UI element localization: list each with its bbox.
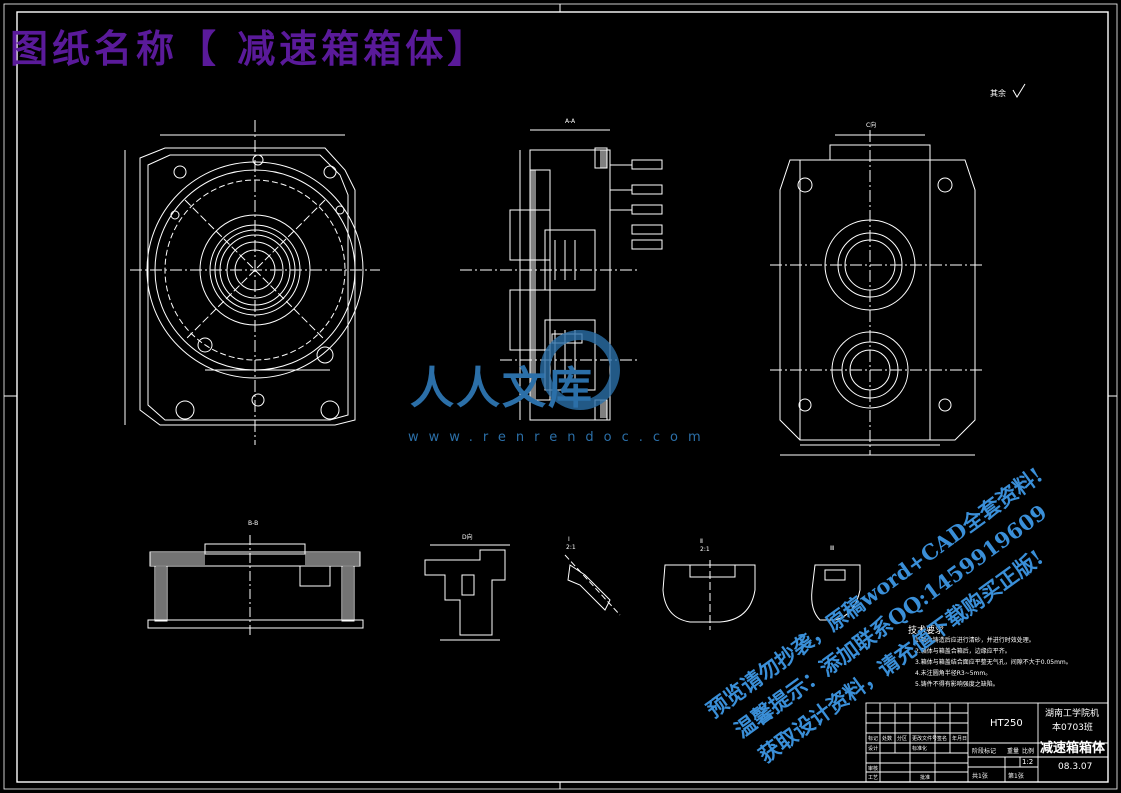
stage-label: 阶段标记 bbox=[972, 748, 997, 755]
c-view-label: C向 bbox=[866, 122, 877, 129]
detail-2-view bbox=[662, 560, 756, 630]
process-label: 工艺 bbox=[868, 775, 879, 781]
d-view bbox=[424, 544, 510, 641]
mark-label: 标记 bbox=[868, 736, 879, 742]
watermark-ring bbox=[540, 330, 620, 410]
roughness-note: 其余 bbox=[990, 89, 1006, 98]
title-block-lines bbox=[865, 702, 1109, 783]
b-section-label: B-B bbox=[248, 520, 259, 527]
design-label: 设计 bbox=[868, 746, 879, 752]
detail-2-label: Ⅱ bbox=[700, 538, 703, 545]
std-label: 标准化 bbox=[912, 746, 928, 752]
sheet-number: 第1张 bbox=[1008, 773, 1024, 780]
front-view bbox=[124, 120, 380, 445]
drawing-title: 图纸名称【 减速箱箱体】 bbox=[10, 26, 490, 71]
check-label: 审核 bbox=[868, 766, 879, 772]
scale-value: 1:2 bbox=[1022, 758, 1034, 766]
school-label: 湖南工学院机 bbox=[1045, 709, 1100, 719]
count-label: 处数 bbox=[882, 736, 893, 742]
detail-3-view bbox=[811, 564, 861, 621]
detail-1-view bbox=[564, 554, 621, 616]
approve-label: 批准 bbox=[920, 775, 931, 781]
inner-border bbox=[16, 11, 1109, 783]
c-view bbox=[770, 130, 985, 456]
tech-req-item: 2.箱体与箱盖合箱后，边缘应平齐。 bbox=[915, 648, 1011, 655]
tech-req-item: 4.未注圆角半径R3~5mm。 bbox=[915, 670, 992, 677]
scale-label: 比例 bbox=[1022, 748, 1035, 755]
sign-label: 签名 bbox=[937, 736, 948, 742]
sheet-count: 共1张 bbox=[972, 773, 988, 780]
section-a-hatching bbox=[530, 150, 607, 418]
tech-requirements-heading: 技术要求 bbox=[908, 626, 945, 636]
detail-3-label: Ⅲ bbox=[830, 545, 835, 552]
doc-label: 更改文件号 bbox=[912, 736, 938, 742]
material-label: HT250 bbox=[990, 718, 1023, 729]
tech-req-item: 3.箱体与箱盖结合面应平整无气孔，间隙不大于0.05mm。 bbox=[915, 659, 1072, 666]
a-view-label: A-A bbox=[565, 118, 576, 125]
class-label: 本0703班 bbox=[1052, 723, 1093, 733]
b-section-view bbox=[147, 535, 364, 635]
tech-req-item: 1.箱体铸造后应进行清砂，并进行时效处理。 bbox=[915, 637, 1035, 644]
watermark-site: www.renrendoc.com bbox=[408, 430, 711, 445]
watermark-logo: 人人文库 bbox=[410, 363, 594, 414]
weight-label: 重量 bbox=[1007, 748, 1020, 755]
ymd-label: 年月日 bbox=[952, 736, 968, 742]
detail-2-scale: 2:1 bbox=[700, 546, 710, 553]
roughness-symbol bbox=[1012, 83, 1026, 98]
detail-1-label: Ⅰ bbox=[568, 536, 570, 543]
tech-req-item: 5.铸件不得有影响强度之缺陷。 bbox=[915, 681, 999, 688]
d-view-label: D向 bbox=[462, 534, 473, 541]
date-value: 08.3.07 bbox=[1058, 762, 1093, 772]
zone-label: 分区 bbox=[897, 736, 908, 742]
detail-1-scale: 2:1 bbox=[566, 544, 576, 551]
part-name: 减速箱箱体 bbox=[1040, 741, 1106, 756]
